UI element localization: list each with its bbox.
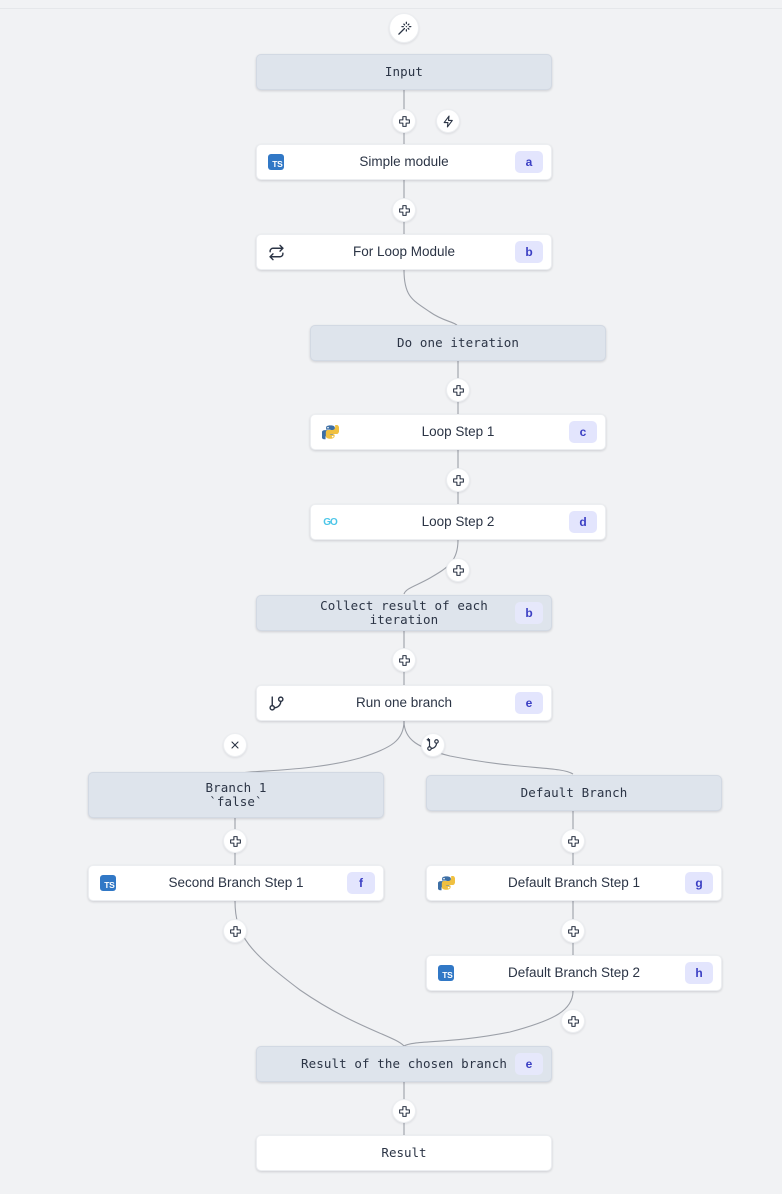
typescript-icon: TS <box>99 874 117 892</box>
node-default-branch[interactable]: Default Branch <box>426 775 722 811</box>
remove-branch-button[interactable] <box>223 733 247 757</box>
node-default-branch-step-2-badge: h <box>685 962 713 984</box>
node-default-branch-step-1-label: Default Branch Step 1 <box>507 875 641 891</box>
node-branch-1[interactable]: Branch 1 `false` <box>88 772 384 818</box>
add-step-button-default-branch-step-1[interactable] <box>561 919 585 943</box>
plus-icon <box>452 474 464 486</box>
add-step-button-collect[interactable] <box>392 648 416 672</box>
typescript-icon-label: TS <box>100 875 116 891</box>
node-input-label: Input <box>384 63 424 79</box>
node-do-one-iteration-label: Do one iteration <box>396 334 519 350</box>
node-for-loop-module[interactable]: For Loop Module b <box>256 234 552 270</box>
node-default-branch-step-1[interactable]: Default Branch Step 1 g <box>426 865 722 901</box>
node-second-branch-step-1-label: Second Branch Step 1 <box>168 875 304 891</box>
git-branch-icon <box>267 694 285 712</box>
node-branch-1-label: Branch 1 `false` <box>205 779 267 809</box>
add-branch-button[interactable] <box>421 733 445 757</box>
node-do-one-iteration[interactable]: Do one iteration <box>310 325 606 361</box>
node-loop-step-2-badge: d <box>569 511 597 533</box>
node-second-branch-step-1-badge: f <box>347 872 375 894</box>
node-simple-module[interactable]: TS Simple module a <box>256 144 552 180</box>
plus-icon <box>567 925 579 937</box>
typescript-icon: TS <box>267 153 285 171</box>
node-input[interactable]: Input <box>256 54 552 90</box>
add-step-button-loop-step-2[interactable] <box>446 558 470 582</box>
node-default-branch-label: Default Branch <box>520 784 628 800</box>
node-result-of-chosen-branch-label: Result of the chosen branch <box>301 1055 507 1071</box>
add-step-button-second-branch-step-1[interactable] <box>223 919 247 943</box>
add-step-button-loop-step-1[interactable] <box>446 468 470 492</box>
node-default-branch-step-2-label: Default Branch Step 2 <box>507 965 641 981</box>
node-loop-step-1[interactable]: Loop Step 1 c <box>310 414 606 450</box>
add-step-button-simple-module[interactable] <box>392 198 416 222</box>
node-simple-module-badge: a <box>515 151 543 173</box>
node-collect-result-badge: b <box>515 602 543 624</box>
repeat-icon <box>267 243 285 261</box>
node-collect-result-label: Collect result of each iteration <box>320 597 488 627</box>
plus-icon <box>567 835 579 847</box>
go-icon: GO <box>321 513 339 531</box>
node-loop-step-2-label: Loop Step 2 <box>421 514 495 530</box>
node-result-label: Result <box>381 1144 427 1160</box>
node-result-of-chosen-branch-badge: e <box>515 1053 543 1075</box>
node-result-of-chosen-branch[interactable]: Result of the chosen branch e <box>256 1046 552 1082</box>
typescript-icon-label: TS <box>438 965 454 981</box>
typescript-icon: TS <box>437 964 455 982</box>
node-simple-module-label: Simple module <box>359 154 449 170</box>
node-second-branch-step-1[interactable]: TS Second Branch Step 1 f <box>88 865 384 901</box>
plus-icon <box>398 1105 410 1117</box>
go-icon-label: GO <box>323 516 338 528</box>
plus-icon <box>452 384 464 396</box>
top-divider <box>0 8 782 9</box>
node-default-branch-step-2[interactable]: TS Default Branch Step 2 h <box>426 955 722 991</box>
git-branch-plus-icon <box>426 738 439 751</box>
magic-wand-icon <box>397 21 411 35</box>
lightning-icon <box>443 115 453 127</box>
add-step-button-iteration[interactable] <box>446 378 470 402</box>
node-for-loop-module-label: For Loop Module <box>352 244 456 260</box>
plus-icon <box>398 204 410 216</box>
plus-icon <box>452 564 464 576</box>
plus-icon <box>398 115 410 127</box>
python-icon <box>321 423 339 441</box>
trigger-button[interactable] <box>436 109 460 133</box>
plus-icon <box>398 654 410 666</box>
python-icon <box>437 874 455 892</box>
node-loop-step-2[interactable]: GO Loop Step 2 d <box>310 504 606 540</box>
node-result[interactable]: Result <box>256 1135 552 1171</box>
node-default-branch-step-1-badge: g <box>685 872 713 894</box>
add-step-button-branch-1[interactable] <box>223 829 247 853</box>
plus-icon <box>229 925 241 937</box>
node-run-one-branch-badge: e <box>515 692 543 714</box>
typescript-icon-label: TS <box>268 154 284 170</box>
add-step-button-input[interactable] <box>392 109 416 133</box>
node-loop-step-1-badge: c <box>569 421 597 443</box>
node-collect-result[interactable]: Collect result of each iteration b <box>256 595 552 631</box>
close-icon <box>231 741 239 749</box>
node-run-one-branch-label: Run one branch <box>355 695 453 711</box>
node-run-one-branch[interactable]: Run one branch e <box>256 685 552 721</box>
magic-wand-button[interactable] <box>389 13 419 43</box>
node-loop-step-1-label: Loop Step 1 <box>421 424 495 440</box>
add-step-button-default-branch-step-2[interactable] <box>561 1009 585 1033</box>
plus-icon <box>229 835 241 847</box>
add-step-button-default-branch[interactable] <box>561 829 585 853</box>
node-for-loop-module-badge: b <box>515 241 543 263</box>
plus-icon <box>567 1015 579 1027</box>
add-step-button-result[interactable] <box>392 1099 416 1123</box>
